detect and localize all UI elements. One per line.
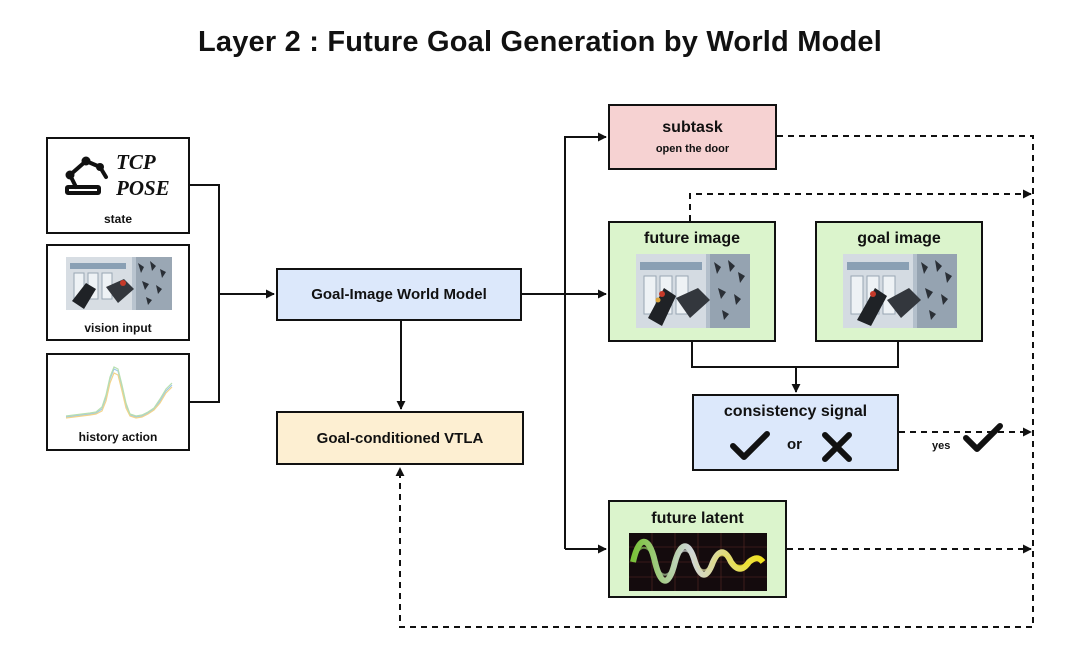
subtask-box: subtask open the door xyxy=(608,104,777,170)
diagram-title: Layer 2 : Future Goal Generation by Worl… xyxy=(197,26,883,58)
pose-label: POSE xyxy=(116,176,170,200)
future-latent-box: future latent xyxy=(608,500,787,598)
goal-image-box: goal image xyxy=(815,221,983,342)
check-icon xyxy=(963,423,1003,452)
future-image-thumbnail xyxy=(636,254,750,328)
yes-label: yes xyxy=(932,440,951,452)
history-action-label: history action xyxy=(78,430,158,444)
future-image-title: future image xyxy=(643,230,740,247)
vision-thumbnail xyxy=(66,257,172,310)
state-input-box: TCP POSE state xyxy=(46,137,190,234)
robot-arm-icon xyxy=(65,156,108,195)
goal-image-title: goal image xyxy=(857,230,941,247)
world-model-box: Goal-Image World Model xyxy=(276,268,522,321)
vision-input-label: vision input xyxy=(84,321,152,335)
vtla-box: Goal-conditioned VTLA xyxy=(276,411,524,465)
state-label: state xyxy=(103,212,132,226)
tcp-label: TCP xyxy=(116,150,156,174)
consistency-signal-box: consistency signal or xyxy=(692,394,899,471)
history-action-box: history action xyxy=(46,353,190,451)
goal-image-thumbnail xyxy=(843,254,957,328)
subtask-text: open the door xyxy=(655,143,730,155)
latent-wave-plot xyxy=(629,533,767,591)
future-image-box: future image xyxy=(608,221,776,342)
vtla-label: Goal-conditioned VTLA xyxy=(316,429,484,447)
check-icon xyxy=(730,431,770,460)
action-trajectory-plot xyxy=(65,366,173,419)
subtask-title: subtask xyxy=(662,119,723,136)
or-label: or xyxy=(787,436,802,453)
world-model-label: Goal-Image World Model xyxy=(311,286,487,303)
vision-input-box: vision input xyxy=(46,244,190,341)
consistency-title: consistency signal xyxy=(723,403,868,420)
cross-icon xyxy=(822,432,852,462)
future-latent-title: future latent xyxy=(651,510,744,527)
